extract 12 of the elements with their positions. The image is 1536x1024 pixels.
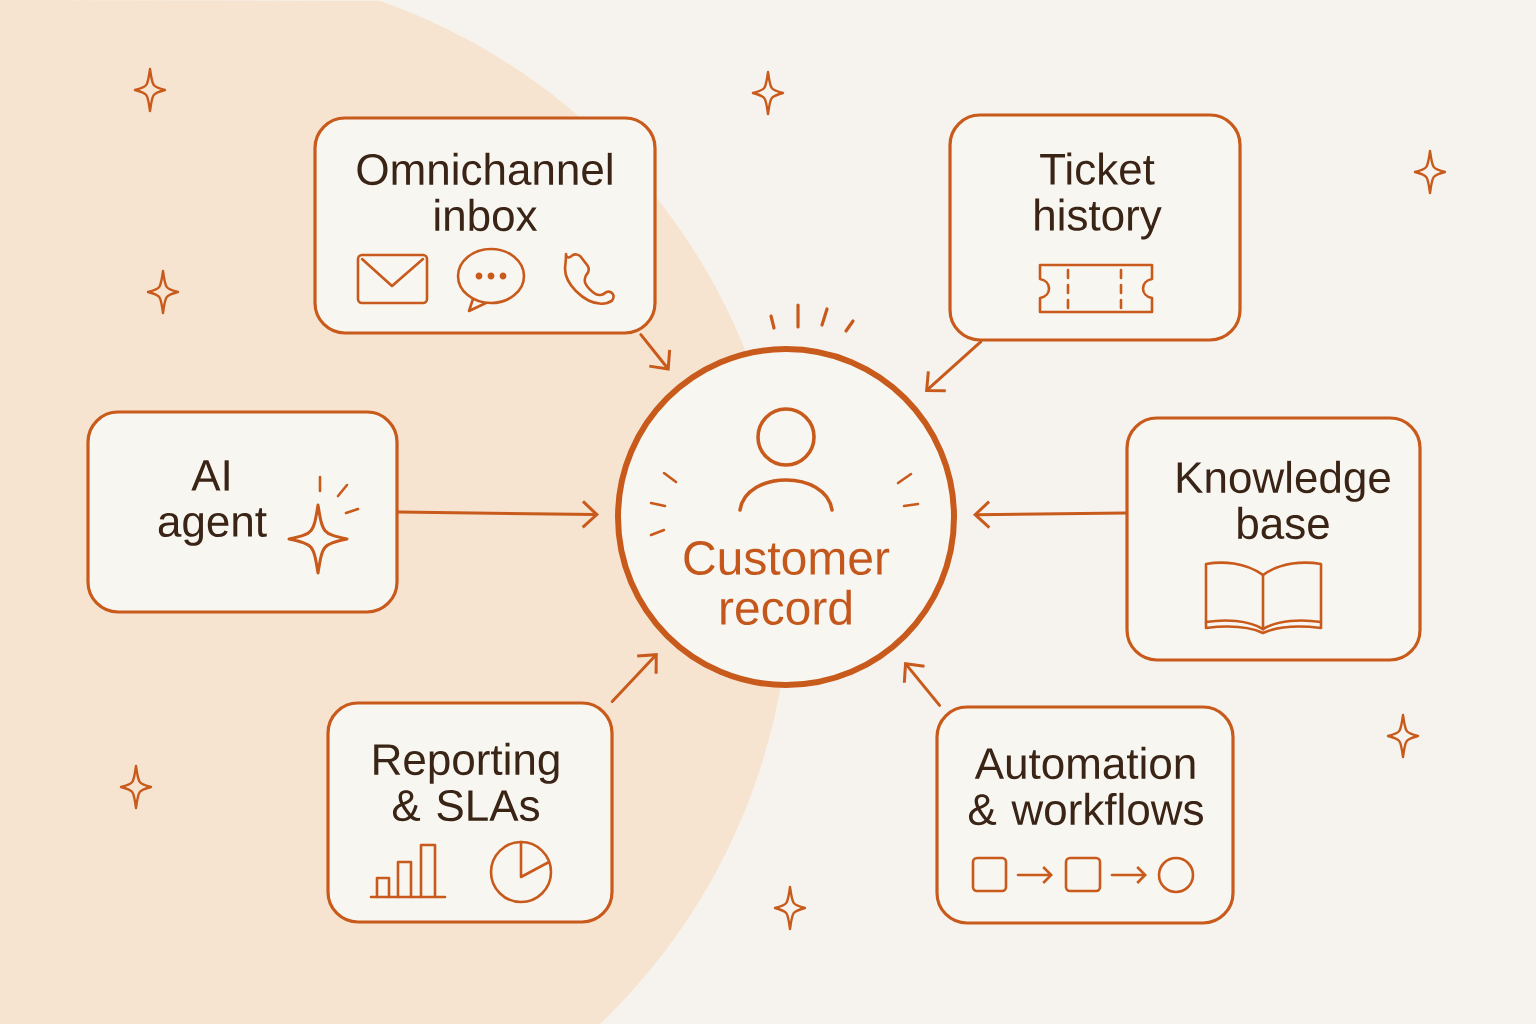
arrow [397,500,600,529]
feature-box: Omnichannel inbox [313,116,657,335]
arrow [902,661,942,707]
feature-box: Knowledge base [1125,416,1422,662]
arrow [639,333,672,371]
feature-box: AI agent [86,410,399,614]
arrow [610,653,658,703]
arrow [973,500,1127,529]
feature-box: Ticket history [948,113,1242,342]
feature-box: Automation & workflows [935,705,1235,925]
arrow [925,340,983,393]
feature-box: Reporting & SLAs [326,701,614,924]
